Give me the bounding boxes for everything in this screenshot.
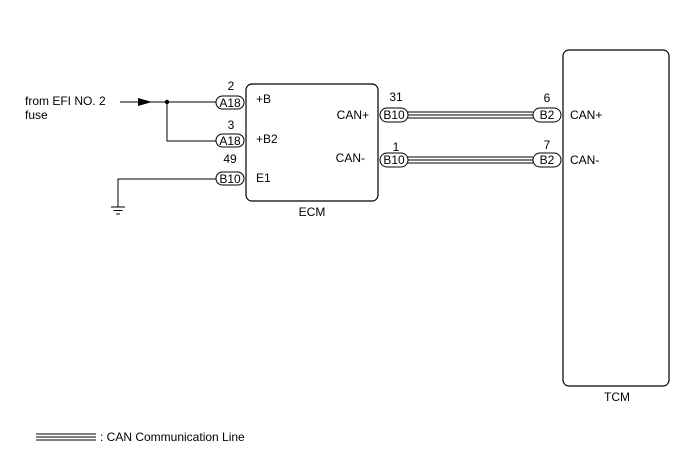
tcm-pin-number: 6 xyxy=(544,91,551,105)
ecm-can-pin-number: 1 xyxy=(393,140,400,154)
power-wires xyxy=(150,99,218,142)
ecm-can-label: CAN- xyxy=(336,151,365,165)
svg-text:A18: A18 xyxy=(219,134,241,148)
can-line-low xyxy=(406,156,533,164)
source-arrow xyxy=(120,98,152,106)
ecm-pin-number: 2 xyxy=(228,79,235,93)
tcm-pin-label: CAN+ xyxy=(570,108,602,122)
ecm-label: ECM xyxy=(299,205,326,219)
tcm-label: TCM xyxy=(604,390,630,404)
tcm-pin-number: 7 xyxy=(544,138,551,152)
tcm-connector-b2-can-high: B2 xyxy=(532,107,562,123)
svg-text:A18: A18 xyxy=(219,96,241,110)
ecm-connector-b10-ground: B10 xyxy=(215,171,245,186)
ecm-pin-number: 3 xyxy=(228,118,235,132)
tcm-pin-label: CAN- xyxy=(570,153,599,167)
ecm-connector-a18-1: A18 xyxy=(215,95,245,110)
tcm-box xyxy=(562,49,670,387)
ecm-pin-number: 49 xyxy=(223,152,237,166)
ecm-box xyxy=(245,83,379,202)
legend-can-line-icon xyxy=(36,433,96,441)
ecm-connector-a18-2: A18 xyxy=(215,133,245,148)
ecm-pin-label: +B2 xyxy=(256,132,278,146)
ground-icon xyxy=(111,206,125,215)
ground-wire xyxy=(117,178,218,207)
source-label-line2: fuse xyxy=(25,108,48,122)
svg-text:B10: B10 xyxy=(383,153,405,167)
legend-text: : CAN Communication Line xyxy=(100,430,245,444)
source-label-line1: from EFI NO. 2 xyxy=(25,94,106,108)
ecm-connector-b10-can-low: B10 xyxy=(379,152,409,168)
tcm-connector-b2-can-low: B2 xyxy=(532,152,562,168)
svg-text:B10: B10 xyxy=(219,172,241,186)
can-line-high xyxy=(406,111,533,119)
ecm-pin-label: +B xyxy=(256,92,271,106)
svg-text:B2: B2 xyxy=(540,153,555,167)
ecm-pin-label: E1 xyxy=(256,171,271,185)
ecm-can-pin-number: 31 xyxy=(389,90,403,104)
svg-text:B2: B2 xyxy=(540,108,555,122)
ecm-can-label: CAN+ xyxy=(337,108,369,122)
svg-text:B10: B10 xyxy=(383,108,405,122)
ecm-connector-b10-can-high: B10 xyxy=(379,107,409,123)
